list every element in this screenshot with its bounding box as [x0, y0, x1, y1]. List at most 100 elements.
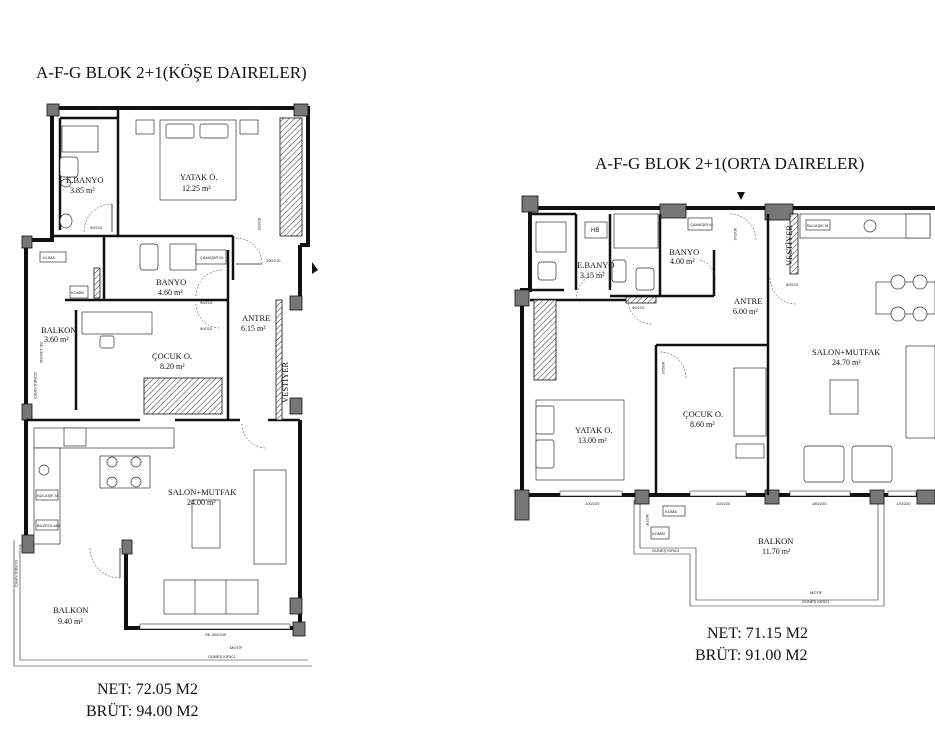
right-banyo-toilet: [635, 267, 655, 291]
left-exterior-walls: [13, 106, 312, 667]
left-door-label: 90/210: [90, 225, 103, 230]
left-klima-box: [39, 251, 67, 263]
left-buzdolabi-label: BUZDOLABI: [37, 523, 60, 528]
left-room-salon-name: SALON+MUTFAK: [168, 487, 237, 497]
right-kombi-box: [650, 526, 670, 540]
left-room-cocuk-area: 8.20 m²: [160, 362, 185, 371]
left-interior-walls: [26, 108, 300, 422]
left-bulasik-label: BULAŞIK M.: [37, 493, 59, 498]
left-ebanyo-sink: [59, 213, 73, 229]
right-camasir-label: ÇAMAŞIR M.: [690, 222, 714, 227]
left-banyo-washer: [195, 249, 227, 265]
left-room-balkon-name: BALKON: [53, 605, 88, 615]
left-plan-title: A-F-G BLOK 2+1(KÖŞE DAIRELER): [36, 63, 307, 82]
left-kitchen-stove: [63, 427, 87, 447]
left-door-label: 90/210: [200, 326, 213, 331]
left-door-label: 80/210: [257, 218, 262, 231]
left-dining-chair: [106, 456, 118, 468]
right-room-salon-name: SALON+MUTFAK: [812, 347, 881, 357]
right-hb-label: HB: [591, 228, 599, 234]
left-coffee-table: [191, 499, 221, 549]
left-kombi-box: [69, 285, 89, 299]
right-bulasik-label: BULAŞIK M.: [807, 223, 829, 228]
left-room-balkon-small-name: BALKON: [41, 325, 76, 335]
right-north-arrow-icon: [737, 192, 745, 200]
right-w2: 110/220: [716, 501, 731, 506]
left-room-balkon-area: 9.40 m²: [58, 617, 83, 626]
right-sofa: [905, 345, 935, 439]
left-room-ebanyo-area: 3.85 m²: [70, 186, 95, 195]
right-room-antre-area: 6.00 m²: [733, 307, 758, 316]
left-klima-label: KLİMA: [43, 255, 55, 260]
right-room-antre-name: ANTRE: [734, 296, 762, 306]
right-motif-side: MOTİF: [645, 514, 650, 527]
left-kitchen-sink: [38, 464, 50, 476]
right-dining-chair: [890, 306, 906, 322]
right-yatak-pillow-1: [535, 405, 555, 435]
left-cocuk-chair: [99, 335, 115, 349]
left-yatak-pillow-1: [165, 123, 195, 139]
right-dining-table: [875, 281, 935, 315]
right-room-balkon-name: BALKON: [758, 536, 793, 546]
left-yatak-nightstand-2: [239, 119, 259, 135]
left-kombi-label: KOMBİ: [71, 290, 84, 295]
left-floor-plan: A-F-G BLOK 2+1(KÖŞE DAIRELER): [13, 63, 318, 720]
left-room-salon-area: 24.00 m²: [187, 498, 216, 507]
left-ebanyo-toilet-bowl: [60, 178, 72, 188]
right-w3: 180/240: [812, 501, 827, 506]
right-vestiyer-hatch: [789, 213, 799, 275]
left-dining-chair: [130, 476, 142, 488]
left-motif: MOTİF: [230, 645, 243, 650]
right-columns: [514, 195, 935, 521]
right-wardrobe: [533, 299, 557, 381]
right-room-yatak-name: YATAK O.: [575, 425, 613, 435]
left-bulasik-box: [35, 489, 59, 501]
right-motif: MOTİF: [810, 590, 823, 595]
right-camasir-box: [687, 217, 713, 231]
left-vestiyer-label: VESTİYER: [280, 362, 290, 403]
left-gunes-kirici-side: GÜNEŞ KIRICI: [14, 560, 19, 587]
right-kitchen-stove: [905, 213, 931, 239]
right-ebanyo-shower: [535, 221, 567, 253]
left-gunes-kirici: GÜNEŞ KIRICI: [208, 654, 235, 659]
left-camasir-label: ÇAMAŞIR M.: [200, 255, 224, 260]
right-vestiyer-label: VESTİYER: [784, 225, 794, 266]
right-ebanyo-sink: [611, 259, 627, 283]
left-shaft: [93, 267, 101, 299]
right-banyo-tub: [613, 213, 659, 249]
right-door-label: 80/210: [786, 282, 799, 287]
right-salon-window-2: [887, 490, 917, 497]
right-cocuk-desk: [735, 443, 765, 459]
left-dining-chair: [130, 456, 142, 468]
right-doors: [575, 213, 797, 379]
left-banyo-sink: [169, 243, 197, 271]
right-dining-chair: [912, 306, 928, 322]
left-room-antre-name: ANTRE: [242, 313, 270, 323]
right-salon-window: [789, 490, 851, 497]
left-doors: [83, 203, 267, 579]
right-plan-title: A-F-G BLOK 2+1(ORTA DAIRELER): [595, 154, 864, 173]
right-room-banyo-area: 4.00 m²: [670, 257, 695, 266]
left-room-yatak-name: YATAK O.: [180, 172, 218, 182]
left-salon-window: [139, 623, 291, 630]
right-klima-label: KLİMA: [665, 509, 677, 514]
right-yatak-pillow-2: [535, 439, 555, 469]
right-brut-area: BRÜT: 91.00 M2: [695, 646, 808, 664]
right-room-salon-area: 24.70 m²: [832, 358, 861, 367]
left-kitchen-counter: [33, 427, 175, 449]
right-floor-plan: A-F-G BLOK 2+1(ORTA DAIRELER): [514, 154, 935, 664]
left-yatak-pillow-2: [199, 123, 229, 139]
right-kombi-label: KOMBİ: [652, 531, 665, 536]
right-yatak-window: [559, 490, 623, 497]
right-room-ebanyo-area: 3.15 m²: [580, 271, 605, 280]
right-armchair: [803, 445, 845, 483]
right-room-banyo-name: BANYO: [669, 247, 699, 257]
right-door-label: 90/210: [632, 305, 645, 310]
right-cocuk-window: [689, 490, 747, 497]
left-banyo-toilet: [139, 243, 159, 271]
left-wardrobe: [279, 117, 303, 237]
right-gunes-kirici: GÜNEŞ KIRICI: [802, 599, 829, 604]
left-net-area: NET: 72.05 M2: [97, 681, 198, 698]
right-ebanyo-toilet: [537, 261, 557, 281]
